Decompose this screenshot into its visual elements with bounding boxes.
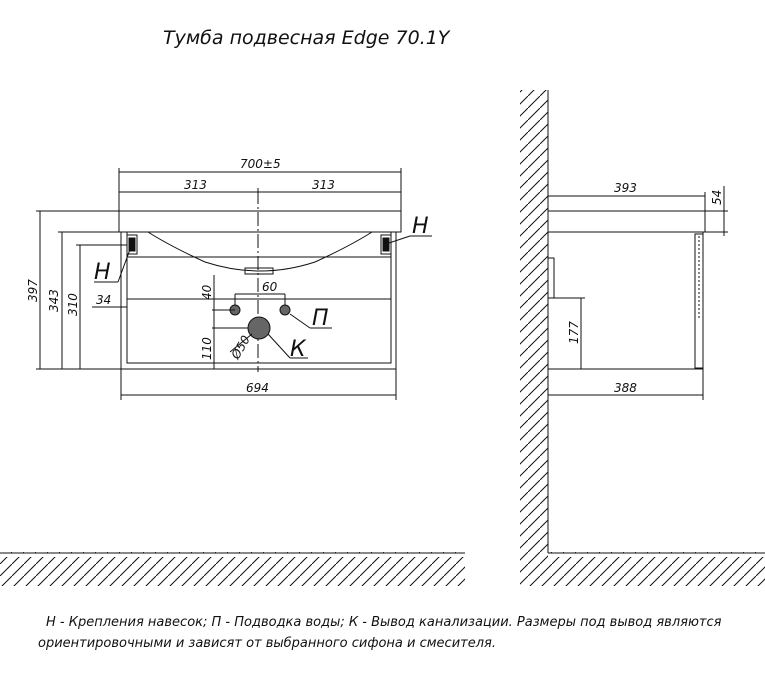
cabinet-inner	[126, 231, 392, 364]
label-mount-left: Н	[94, 260, 111, 285]
side-view	[547, 186, 728, 400]
drain-outlet	[247, 316, 271, 340]
countertop	[118, 210, 402, 233]
countertop-side	[547, 210, 706, 233]
dim-110: 110	[200, 337, 214, 360]
floor-side	[520, 552, 765, 586]
cabinet-side	[547, 231, 704, 370]
dim-offset-34: 34	[96, 293, 111, 307]
legend-note-line-2: ориентировочными и зависят от выбранного…	[38, 636, 496, 651]
front-view	[36, 168, 432, 400]
wall	[520, 90, 549, 553]
dim-half-right: 313	[312, 178, 335, 192]
dim-height-177: 177	[567, 321, 581, 344]
dim-40: 40	[200, 284, 214, 300]
dim-width-bottom: 694	[246, 381, 269, 395]
drawing-title: Тумба подвесная Edge 70.1Y	[163, 27, 451, 49]
floor-front	[0, 552, 465, 586]
legend-note: Н - Крепления навесок; П - Подводка воды…	[38, 612, 758, 654]
dim-60: 60	[262, 280, 278, 294]
label-water: П	[312, 306, 329, 331]
legend-note-line-1: Н - Крепления навесок; П - Подводка воды…	[46, 615, 722, 630]
dim-height-total: 397	[26, 279, 40, 302]
dim-height-343: 343	[47, 289, 61, 312]
dim-top-thickness: 54	[710, 190, 724, 205]
label-drain: К	[290, 337, 307, 362]
water-inlet-right	[279, 304, 291, 316]
dim-height-310: 310	[66, 293, 80, 316]
dim-width-total: 700±5	[240, 157, 281, 171]
dim-half-left: 313	[184, 178, 207, 192]
dim-diameter-50: Ø50	[228, 333, 253, 363]
mount-bracket-right	[380, 234, 392, 255]
dim-depth-bottom: 388	[614, 381, 637, 395]
label-mount-right: Н	[412, 214, 429, 239]
dim-depth-top: 393	[614, 181, 637, 195]
basin-outline	[147, 231, 373, 272]
